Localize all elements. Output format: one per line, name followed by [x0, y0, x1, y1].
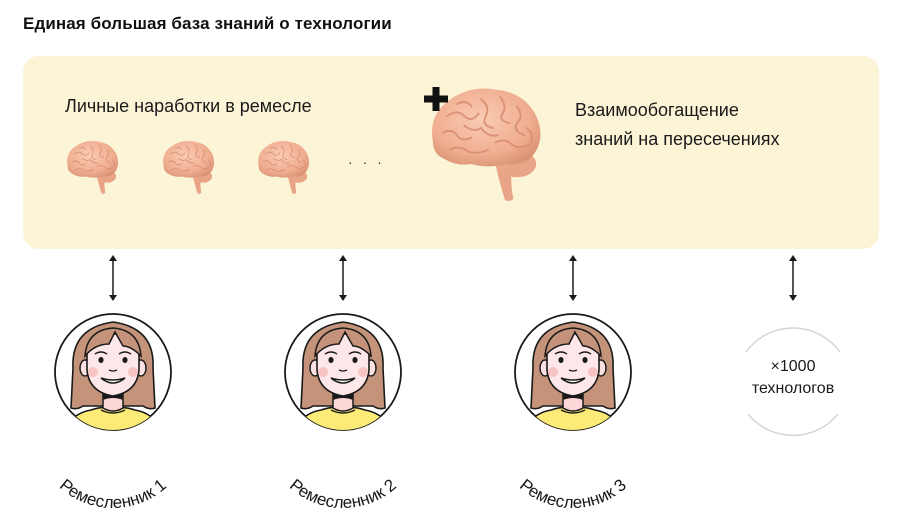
cross-label-line2: знаний на пересечениях	[575, 129, 780, 149]
double-arrow-icon	[788, 254, 798, 302]
page-title: Единая большая база знаний о технологии	[23, 14, 392, 33]
brain-icon	[257, 140, 310, 195]
brain-icon	[162, 140, 215, 195]
craftsman-1-label: Ремесленник 1	[56, 475, 170, 511]
double-arrow-icon	[338, 254, 348, 302]
svg-text:Ремесленник 1: Ремесленник 1	[56, 475, 170, 511]
craftsman-3-label: Ремесленник 3	[516, 475, 630, 511]
cross-enrichment-label: Взаимообогащение знаний на пересечениях	[575, 96, 780, 154]
double-arrow-icon	[108, 254, 118, 302]
brain-icon	[66, 140, 119, 195]
double-arrow-icon	[568, 254, 578, 302]
multiplier-text: ×1000	[770, 358, 816, 375]
svg-text:Ремесленник 3: Ремесленник 3	[516, 475, 630, 511]
svg-text:Ремесленник 2: Ремесленник 2	[286, 475, 400, 511]
plus-icon	[424, 87, 448, 111]
technologists-text: технологов	[751, 380, 835, 397]
craftsman-2-label: Ремесленник 2	[286, 475, 400, 511]
cross-label-line1: Взаимообогащение	[575, 100, 739, 120]
more-technologists-label: ×1000 технологов	[728, 356, 858, 400]
personal-knowledge-label: Личные наработки в ремесле	[65, 96, 312, 116]
ellipsis: · · ·	[348, 154, 385, 170]
more-technologists-ring	[745, 327, 841, 437]
